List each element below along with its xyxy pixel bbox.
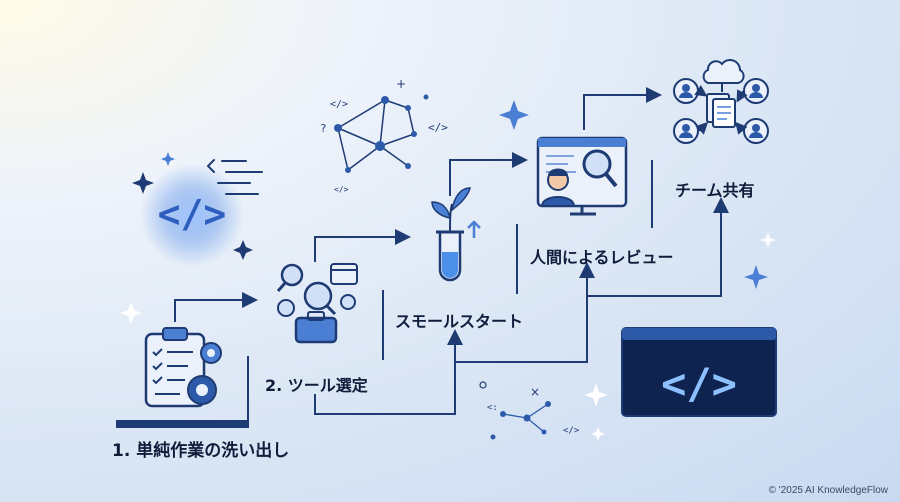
arrow-3-to-4 xyxy=(449,152,528,196)
bottom-network-decor xyxy=(502,403,549,433)
times-sign-text: × xyxy=(530,385,540,399)
plus-sign-text: + xyxy=(396,77,406,91)
progress-arrows xyxy=(174,87,662,322)
code-window-icon: </> xyxy=(621,327,777,417)
small-code-text-2: </> xyxy=(428,121,448,134)
staircase xyxy=(116,156,786,428)
code-window-text: </> xyxy=(661,359,737,408)
step-1-label: 1. 単純作業の洗い出し xyxy=(112,441,290,461)
question-mark-text: ? xyxy=(320,122,327,135)
step-5-label: チーム共有 xyxy=(675,181,755,200)
step-3-label: スモールスタート xyxy=(395,312,524,331)
small-code-text-4: </> xyxy=(563,426,580,436)
arrow-2-to-3 xyxy=(314,229,411,262)
sparkle-white-icon xyxy=(120,232,776,441)
network-graph-decor xyxy=(337,99,415,171)
human-review-icon xyxy=(536,136,628,216)
lt-colon-text: <: xyxy=(487,403,498,413)
sparkle-icon xyxy=(132,100,768,289)
feedback-arrow-2 xyxy=(455,262,595,363)
feedback-arrow-3 xyxy=(587,197,729,297)
ring-decor xyxy=(479,381,487,389)
plant-test-tube-icon xyxy=(431,187,481,282)
code-lines-decor xyxy=(206,159,263,195)
tool-search-icon xyxy=(276,263,358,344)
small-code-text-3: </> xyxy=(334,185,349,194)
feedback-arrows xyxy=(314,197,729,415)
glow-code-text: </> xyxy=(158,192,227,236)
arrow-4-to-5 xyxy=(583,87,662,130)
copyright-footer: © '2025 AI KnowledgeFlow xyxy=(768,485,888,496)
team-share-icon xyxy=(673,59,769,144)
glow-code-icon: </> xyxy=(140,163,244,267)
step-4-label: 人間によるレビュー xyxy=(530,248,674,267)
clipboard-gear-icon xyxy=(144,327,222,408)
bottom-network-nodes xyxy=(490,401,551,440)
network-nodes xyxy=(334,94,429,173)
feedback-arrow-1 xyxy=(314,329,463,415)
arrow-1-to-2 xyxy=(174,292,258,322)
small-code-text-1: </> xyxy=(330,99,348,110)
step-2-label: 2. ツール選定 xyxy=(265,376,368,395)
